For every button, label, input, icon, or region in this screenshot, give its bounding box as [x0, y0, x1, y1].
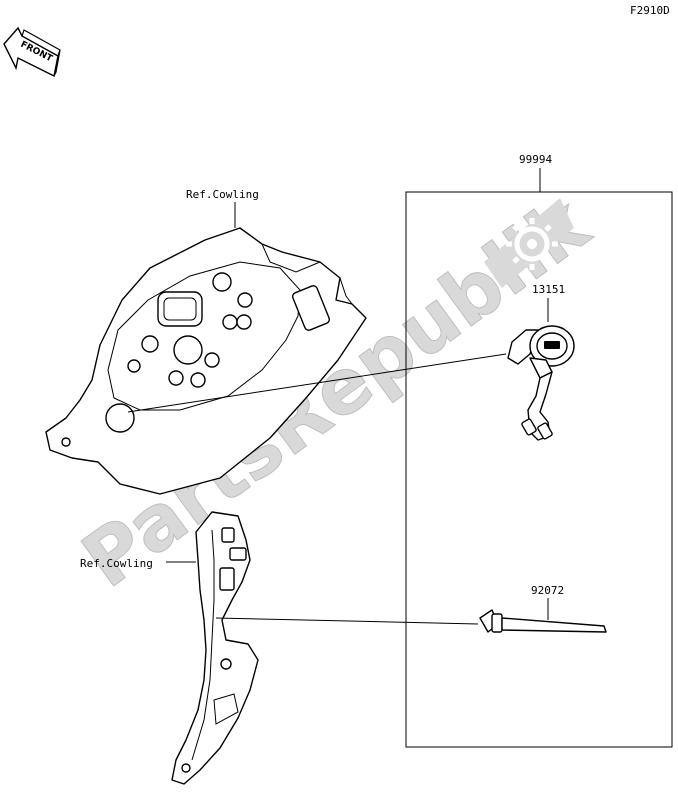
kit-box: 99994 — [405, 153, 673, 748]
part-label-99994: 99994 — [519, 153, 552, 166]
part-label-92072: 92072 — [531, 584, 564, 597]
socket-13151: 13151 — [127, 283, 575, 441]
upper-cowling: Ref.Cowling — [45, 188, 367, 495]
gear-icon — [484, 198, 574, 288]
front-arrow-icon: FRONT — [3, 26, 61, 78]
lower-cowling: Ref.Cowling — [80, 511, 259, 785]
ref-cowling-upper: Ref.Cowling — [186, 188, 259, 201]
figure-code: F2910D — [630, 4, 670, 17]
band-92072: 92072 — [215, 584, 607, 633]
part-label-13151: 13151 — [532, 283, 565, 296]
ref-cowling-lower: Ref.Cowling — [80, 557, 153, 570]
